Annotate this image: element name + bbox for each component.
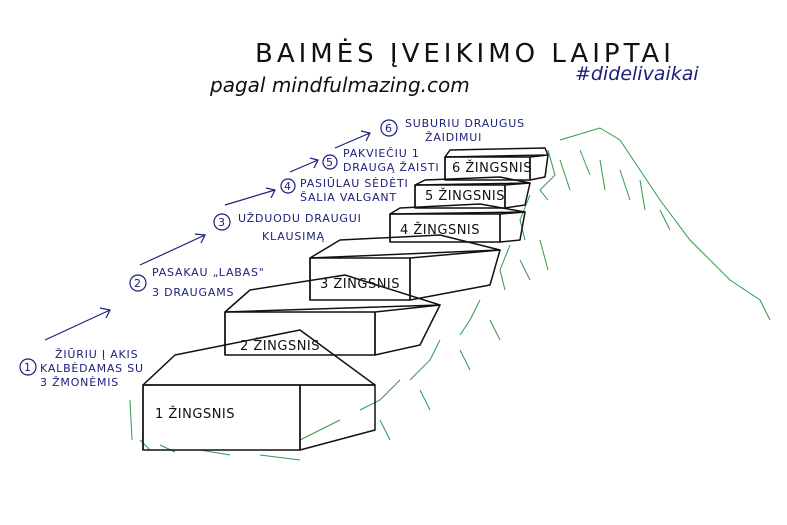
arrow-5-6	[334, 130, 371, 149]
step-2-number: 2	[134, 277, 141, 290]
arrow-3-4	[224, 187, 276, 206]
step-5-action-line-2: DRAUGĄ ŽAISTI	[343, 161, 439, 174]
step-6-number-circle	[380, 119, 398, 137]
page-subtitle: pagal mindfulmazing.com	[209, 73, 470, 97]
arrow-4-5	[289, 157, 319, 173]
step-4-action-line-2: ŠALIA VALGANT	[300, 191, 397, 204]
grass-right	[559, 127, 771, 321]
step-1-action-line-1: ŽIŪRIU Į AKIS	[55, 348, 138, 361]
step-2-action-line-2: 3 DRAUGAMS	[152, 286, 234, 299]
step-3-label: 3 ŽINGSNIS	[320, 276, 400, 292]
page-title: BAIMĖS ĮVEIKIMO LAIPTAI	[255, 37, 675, 69]
step-2-label: 2 ŽINGSNIS	[240, 338, 320, 354]
step-1-action-line-2: KALBĖDAMAS SU	[40, 362, 144, 375]
step-4-action-line-1: PASIŪLAU SĖDĖTI	[300, 177, 409, 190]
step-4-number: 4	[284, 180, 291, 193]
step-2-number-circle	[129, 274, 147, 292]
step-6-number: 6	[385, 122, 392, 135]
hashtag: #didelivaikai	[575, 63, 699, 85]
step-5-number-circle	[322, 154, 338, 170]
step-1-action-line-3: 3 ŽMONĖMIS	[40, 376, 119, 389]
step-5-action-line-1: PAKVIEČIU 1	[343, 147, 420, 160]
stairs-left-edge	[142, 157, 446, 450]
step-3-action-line-2: KLAUSIMĄ	[262, 230, 325, 243]
step-5-number: 5	[326, 156, 333, 169]
step-6-label: 6 ŽINGSNIS	[452, 160, 532, 176]
step-1-number: 1	[24, 361, 31, 374]
step-4-label: 4 ŽINGSNIS	[400, 222, 480, 238]
step-3-number: 3	[218, 216, 225, 229]
arrow-1-2	[44, 307, 111, 341]
step-3-number-circle	[213, 213, 231, 231]
step-2: 2 ŽINGSNIS	[224, 274, 441, 356]
step-6-action-line-1: SUBURIU DRAUGUS	[405, 117, 525, 130]
grass-fill	[129, 149, 671, 461]
arrow-2-3	[139, 233, 206, 266]
step-3-action-line-1: UŽDUODU DRAUGUI	[238, 212, 362, 225]
step-5-label: 5 ŽINGSNIS	[425, 188, 505, 204]
step-6: 6 ŽINGSNIS	[444, 147, 549, 181]
step-4: 4 ŽINGSNIS	[389, 203, 526, 243]
step-2-action-line-1: PASAKAU „LABAS"	[152, 266, 265, 279]
step-1-number-circle	[19, 358, 37, 376]
step-3: 3 ŽINGSNIS	[309, 234, 501, 301]
step-6-action-line-2: ŽAIDIMUI	[425, 131, 482, 144]
step-1-label: 1 ŽINGSNIS	[155, 406, 235, 422]
step-5: 5 ŽINGSNIS	[414, 176, 531, 209]
step-4-number-circle	[280, 178, 296, 194]
